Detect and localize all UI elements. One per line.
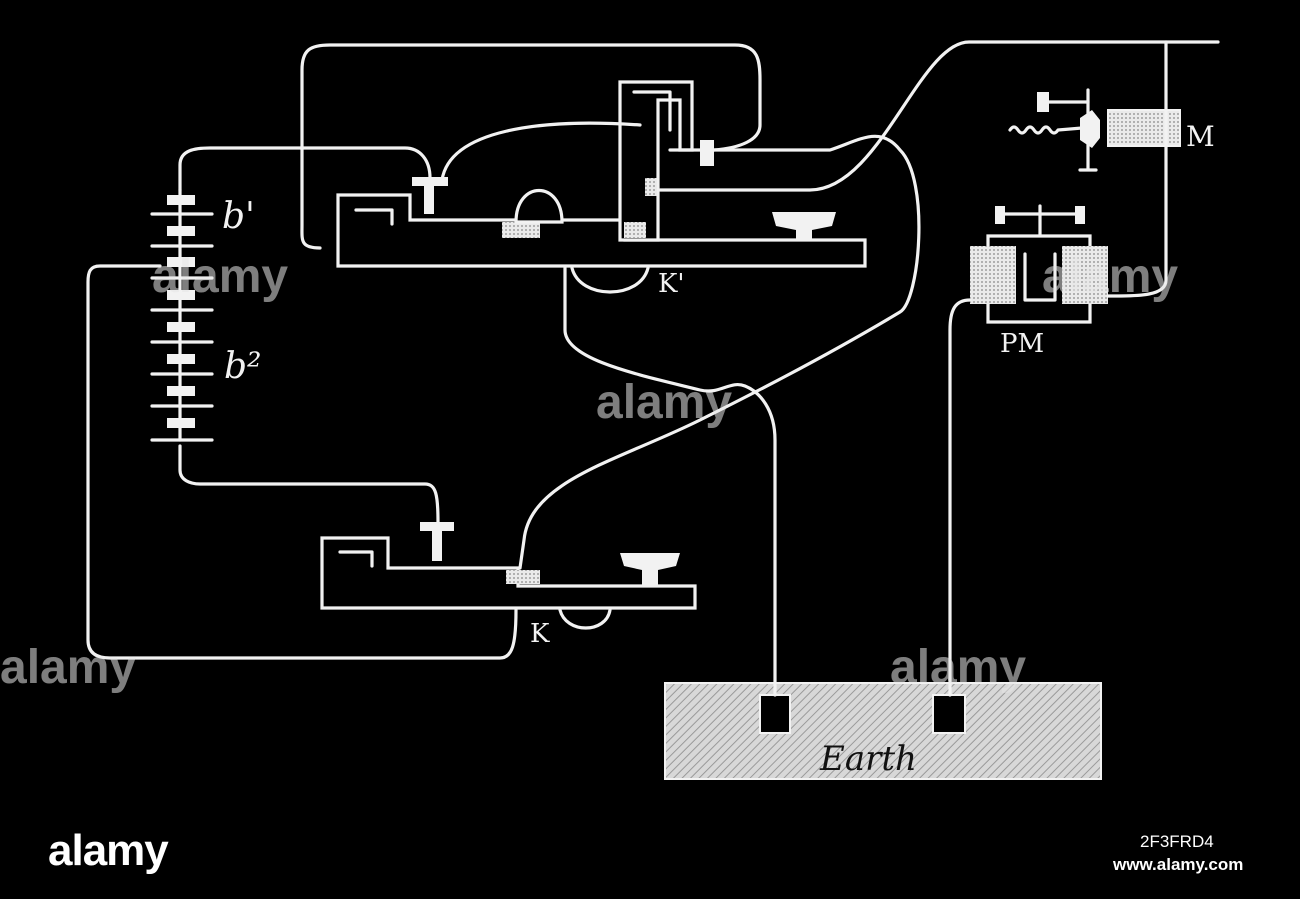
earth-terminal-right (932, 694, 966, 734)
watermark-text-center: alamy (596, 376, 732, 429)
battery-upper-label: b' (222, 196, 255, 237)
key-lower-label: K (530, 619, 550, 649)
battery: b' b² (150, 188, 261, 442)
watermark-overlay: alamy alamy alamy alamy alamy (0, 250, 1178, 694)
battery-lower-label: b² (224, 346, 261, 387)
watermark-text-upper-right: alamy (1042, 250, 1178, 303)
watermark-footer (0, 808, 1300, 899)
watermark-brand: alamy (48, 826, 169, 875)
polarized-magnet: PM (970, 204, 1108, 359)
watermark-text-right: alamy (890, 641, 1026, 694)
watermark-image-id: 2F3FRD4 (1140, 832, 1214, 851)
watermark-site: www.alamy.com (1113, 855, 1244, 874)
key-upper-label: K' (658, 269, 685, 299)
earth-terminal-left (759, 694, 791, 734)
earth-plate: Earth (664, 682, 1102, 780)
key-lower: K (320, 522, 697, 649)
earth-label: Earth (819, 739, 917, 779)
watermark-text-top: alamy (152, 250, 288, 303)
wires (86, 40, 1220, 697)
polarized-magnet-label: PM (1000, 329, 1044, 359)
key-upper: K' (336, 80, 867, 299)
watermark-text-left: alamy (0, 641, 136, 694)
magnet-label: M (1186, 120, 1215, 153)
battery-cells (150, 195, 214, 442)
magnet: M (1008, 88, 1215, 172)
